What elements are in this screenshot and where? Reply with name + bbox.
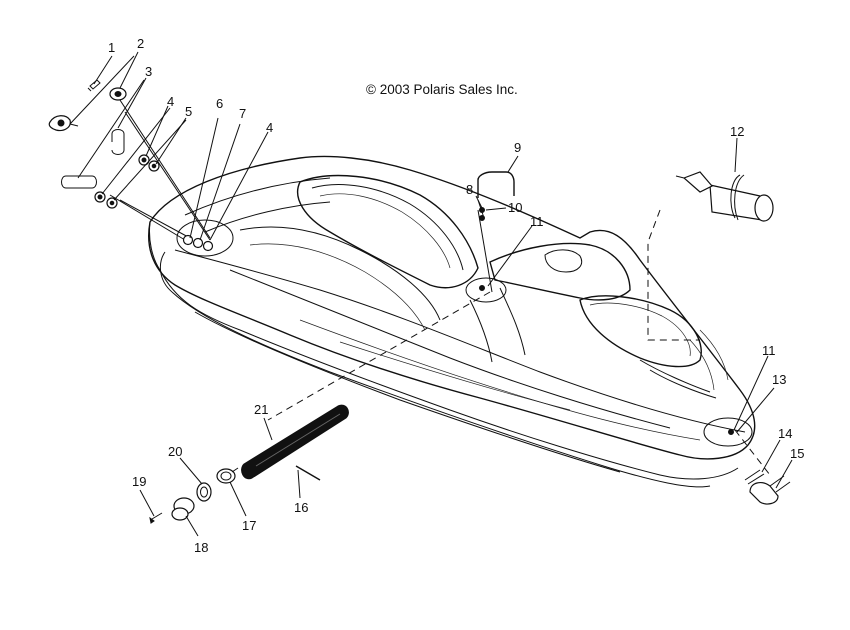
- copyright-notice: © 2003 Polaris Sales Inc.: [366, 82, 518, 97]
- callout-19: 19: [132, 474, 146, 489]
- callout-11: 11: [530, 214, 544, 229]
- callout-numbers: 1 2 3 4 5 6 7 4 8 9 10 11 12 11 13 14 15…: [108, 36, 804, 555]
- callout-8: 8: [466, 182, 473, 197]
- callout-10: 10: [508, 200, 522, 215]
- callout-2: 2: [137, 36, 144, 51]
- callout-3: 3: [145, 64, 152, 79]
- discs-part-6-7: [182, 234, 214, 252]
- fastener-part-10: [479, 207, 485, 221]
- ring-part-20: [196, 482, 212, 502]
- callout-18: 18: [194, 540, 208, 555]
- pin-part-16: [295, 465, 321, 481]
- disc-part-11: [479, 285, 734, 435]
- cap-part-2: [48, 87, 127, 132]
- watercraft-hull: [148, 155, 756, 488]
- callout-4: 4: [167, 94, 174, 109]
- washers-part-4-5: [94, 154, 160, 209]
- callout-5: 5: [185, 104, 192, 119]
- handle-part-9: [477, 171, 515, 198]
- callout-13: 13: [772, 372, 786, 387]
- u-bolt-part-3: [61, 129, 125, 189]
- fitting-part-14-15: [744, 469, 791, 505]
- callout-11-second: 11: [762, 343, 776, 358]
- callout-16: 16: [294, 500, 308, 515]
- canister-part-12: [675, 171, 774, 222]
- callout-21: 21: [254, 402, 268, 417]
- callout-14: 14: [778, 426, 792, 441]
- assembly-lines: [109, 96, 771, 476]
- callout-7: 7: [239, 106, 246, 121]
- callout-12: 12: [730, 124, 744, 139]
- callout-17: 17: [242, 518, 256, 533]
- hose-part-21: [241, 404, 349, 480]
- callout-4-second: 4: [266, 120, 273, 135]
- screw-part-1: [87, 79, 101, 92]
- callout-15: 15: [790, 446, 804, 461]
- callout-20: 20: [168, 444, 182, 459]
- screw-part-19: [149, 512, 163, 524]
- sleeve-part-18: [171, 497, 195, 521]
- clamp-part-17: [216, 467, 239, 484]
- callout-9: 9: [514, 140, 521, 155]
- callout-6: 6: [216, 96, 223, 111]
- leader-lines: [69, 51, 793, 537]
- callout-1: 1: [108, 40, 115, 55]
